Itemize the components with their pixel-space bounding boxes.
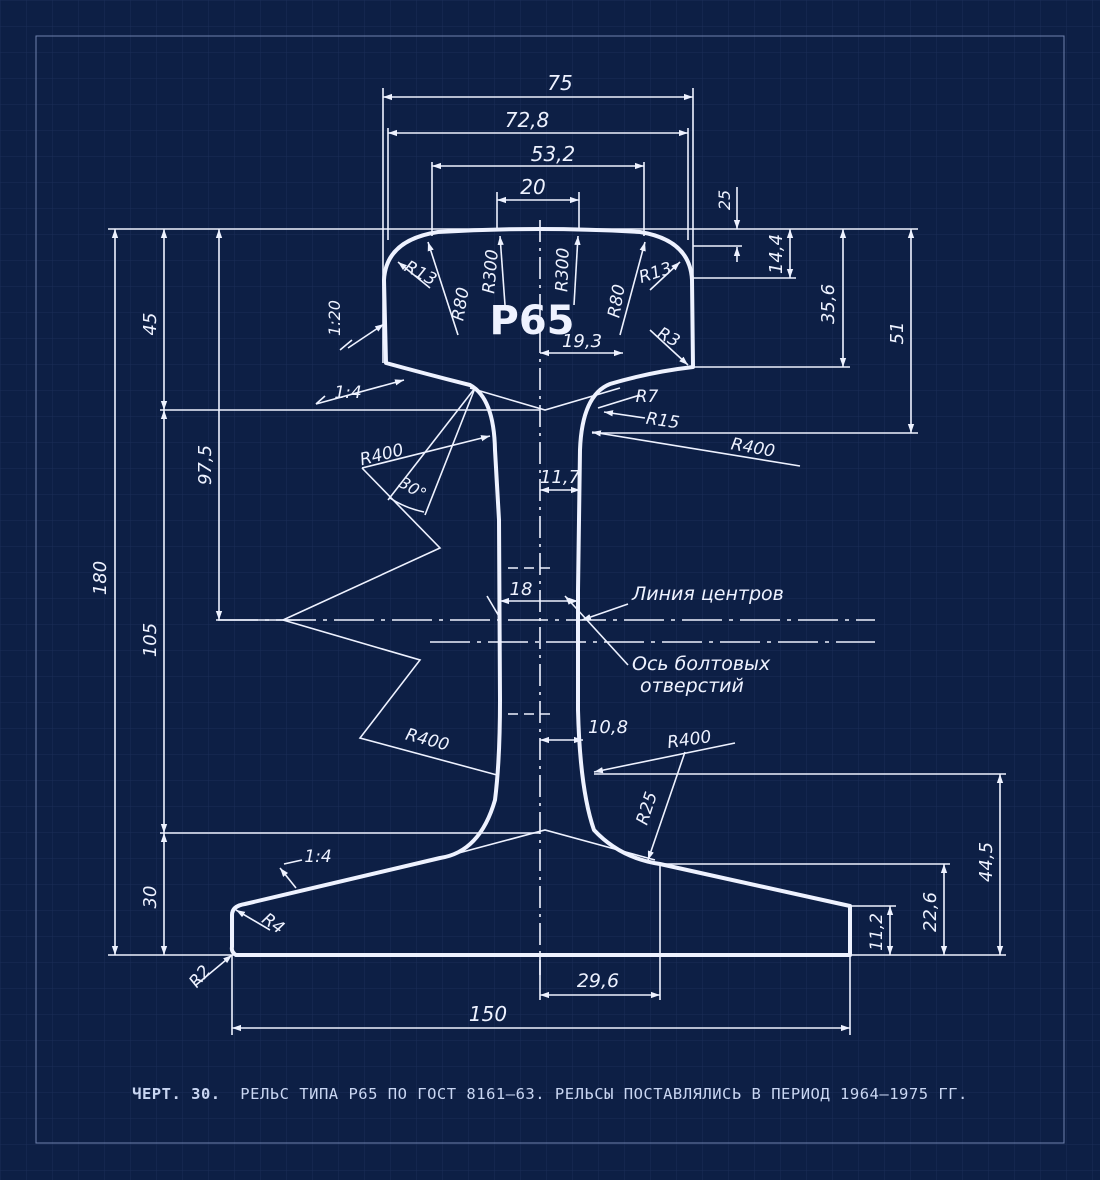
label-180: 180 [90, 561, 111, 595]
label-25: 25 [715, 190, 734, 210]
label-30: 30 [140, 886, 161, 909]
label-19-3: 19,3 [562, 331, 602, 352]
slope-1-4-lower [279, 867, 297, 889]
label-11-2: 11,2 [867, 913, 887, 951]
leader-r4 [235, 909, 271, 931]
leader-r400-lower-right [593, 742, 736, 774]
slope-1-20 [347, 323, 385, 349]
leader-centers [581, 603, 629, 621]
label-centers-line: Линия центров [631, 583, 784, 605]
radius-leaders [195, 235, 801, 986]
label-44-5: 44,5 [976, 842, 997, 882]
rail-label: Р65 [490, 298, 575, 344]
frame-border [35, 35, 1065, 1144]
label-51: 51 [887, 322, 908, 345]
label-slope-1-20: 1:20 [325, 300, 344, 336]
label-bolt-axis-2: отверстий [640, 675, 744, 697]
leader-bolt-axis [564, 595, 629, 666]
leader-r15 [603, 410, 646, 419]
leader-r25 [647, 751, 686, 861]
leader-30-angle-b [387, 387, 476, 501]
label-14-4: 14,4 [766, 234, 787, 274]
label-29-6: 29,6 [577, 970, 619, 992]
zigzag-upper [282, 467, 442, 621]
dimension-lines [111, 93, 1004, 1032]
label-97-5: 97,5 [195, 445, 216, 485]
slope-1-4-lower-tick [283, 859, 303, 865]
leader-r80-left [427, 241, 459, 336]
label-slope-1-4-upper: 1:4 [334, 383, 361, 403]
fillet-tangent-bottom [439, 829, 656, 861]
slope-1-4-upper-tick [315, 395, 326, 405]
leader-r13-right [649, 261, 681, 291]
leader-bolt-axis-b [486, 595, 501, 619]
label-slope-1-4-lower: 1:4 [304, 847, 331, 867]
leader-r7 [597, 394, 641, 409]
center-lines [218, 220, 875, 975]
figure-caption-text: РЕЛЬС ТИПА Р65 ПО ГОСТ 8161—63. РЕЛЬСЫ П… [240, 1085, 968, 1103]
leader-r3 [649, 329, 689, 366]
leader-30-angle-a [424, 387, 476, 516]
slope-1-4-upper [315, 379, 405, 405]
label-10-8: 10,8 [588, 717, 628, 738]
figure-number: ЧЕРТ. 30. [132, 1085, 221, 1103]
leader-r300-right [573, 235, 581, 306]
leader-r400-upper-right [591, 430, 801, 467]
label-20: 20 [520, 175, 545, 199]
label-r7: R7 [636, 387, 659, 407]
label-r300-right: R300 [552, 247, 574, 292]
label-53-2: 53,2 [531, 142, 576, 166]
arc-30 [389, 497, 425, 513]
leader-r13-left [397, 261, 431, 289]
label-75: 75 [547, 71, 572, 95]
label-bolt-axis-1: Ось болтовых [632, 653, 771, 675]
label-r300-left: R300 [479, 249, 503, 295]
label-r15: R15 [645, 409, 681, 433]
zigzag-lower [282, 619, 498, 776]
rail-profile-outline [229, 227, 852, 957]
label-35-6: 35,6 [818, 284, 839, 324]
label-72-8: 72,8 [505, 108, 550, 132]
label-18: 18 [510, 579, 533, 600]
leader-r2 [195, 954, 233, 986]
label-105: 105 [140, 623, 161, 657]
leader-r80-right [619, 241, 646, 336]
label-22-6: 22,6 [920, 892, 941, 932]
label-45: 45 [140, 313, 161, 336]
label-150: 150 [469, 1002, 507, 1026]
fillet-tangent-top [469, 387, 621, 411]
label-11-7: 11,7 [540, 467, 581, 488]
leader-r300-left [497, 235, 506, 306]
slope-1-20-tick [339, 339, 353, 351]
figure-caption: ЧЕРТ. 30. РЕЛЬС ТИПА Р65 ПО ГОСТ 8161—63… [36, 1085, 1064, 1103]
